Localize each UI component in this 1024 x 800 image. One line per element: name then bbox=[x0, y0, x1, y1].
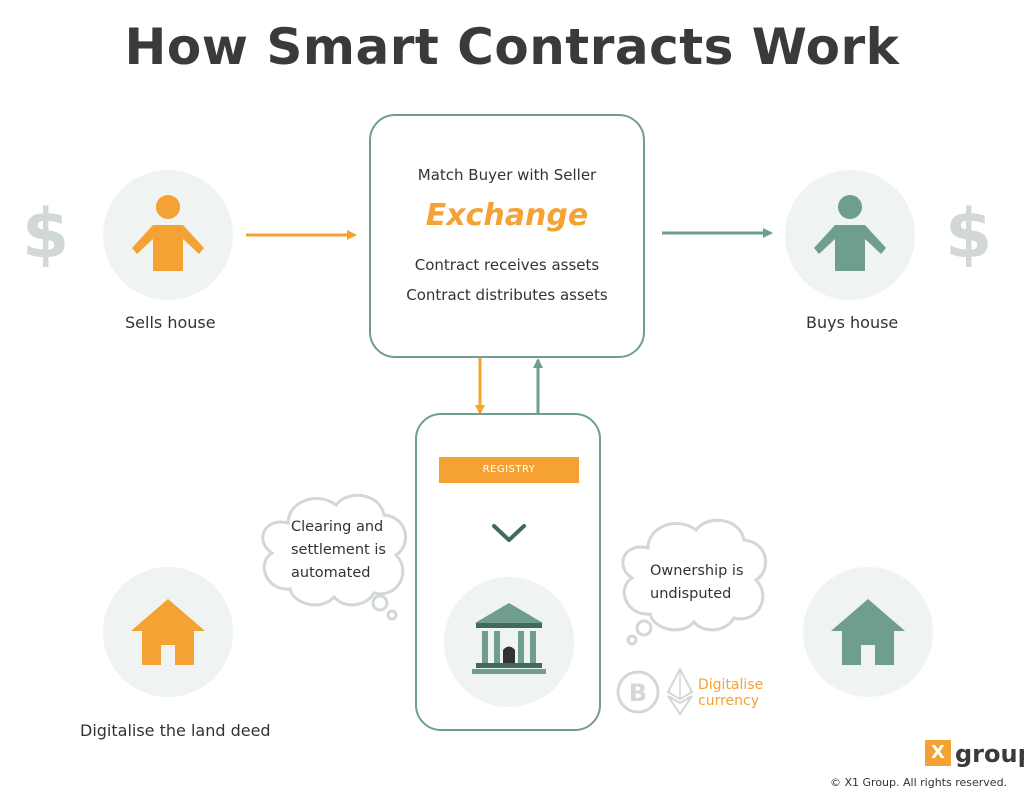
dollar-icon: $ bbox=[22, 195, 70, 274]
contract-match-text: Match Buyer with Seller bbox=[417, 166, 597, 184]
contract-distributes-text: Contract distributes assets bbox=[406, 286, 608, 304]
buyer-circle bbox=[785, 170, 915, 300]
buyer-label: Buys house bbox=[806, 313, 899, 332]
seller-circle bbox=[103, 170, 233, 300]
land-deed-circle bbox=[103, 567, 233, 697]
digitalise-currency-label: Digitalise currency bbox=[698, 677, 764, 709]
thought-cloud-right bbox=[621, 518, 767, 646]
copyright-text: © X1 Group. All rights reserved. bbox=[830, 776, 1008, 789]
brand-logo-text: group bbox=[955, 740, 1024, 768]
cloud-left-text: Clearing and settlement is automated bbox=[291, 519, 386, 581]
contract-card: Match Buyer with Seller Exchange Contrac… bbox=[369, 114, 645, 358]
svg-text:B: B bbox=[629, 679, 647, 707]
registry-banner: REGISTRY bbox=[439, 457, 579, 483]
registry-card: REGISTRY bbox=[415, 413, 601, 731]
page-title: How Smart Contracts Work bbox=[124, 18, 900, 76]
house-icon bbox=[831, 599, 905, 665]
chevron-down-icon bbox=[492, 524, 526, 542]
person-icon bbox=[132, 195, 204, 271]
person-icon bbox=[814, 195, 886, 271]
bank-icon bbox=[472, 603, 546, 674]
brand-logo-box: X bbox=[925, 740, 951, 766]
dollar-icon: $ bbox=[945, 195, 993, 274]
contract-exchange-text: Exchange bbox=[425, 198, 589, 233]
bitcoin-icon: B bbox=[616, 670, 660, 714]
land-deed-label: Digitalise the land deed bbox=[80, 721, 271, 740]
house-icon bbox=[131, 599, 205, 665]
contract-receives-text: Contract receives assets bbox=[414, 256, 600, 274]
cloud-right-text: Ownership is undisputed bbox=[650, 563, 744, 602]
seller-label: Sells house bbox=[125, 313, 216, 332]
ethereum-icon bbox=[666, 666, 694, 716]
owned-house-circle bbox=[803, 567, 933, 697]
thought-cloud-left bbox=[261, 493, 407, 621]
bank-circle bbox=[444, 577, 574, 707]
